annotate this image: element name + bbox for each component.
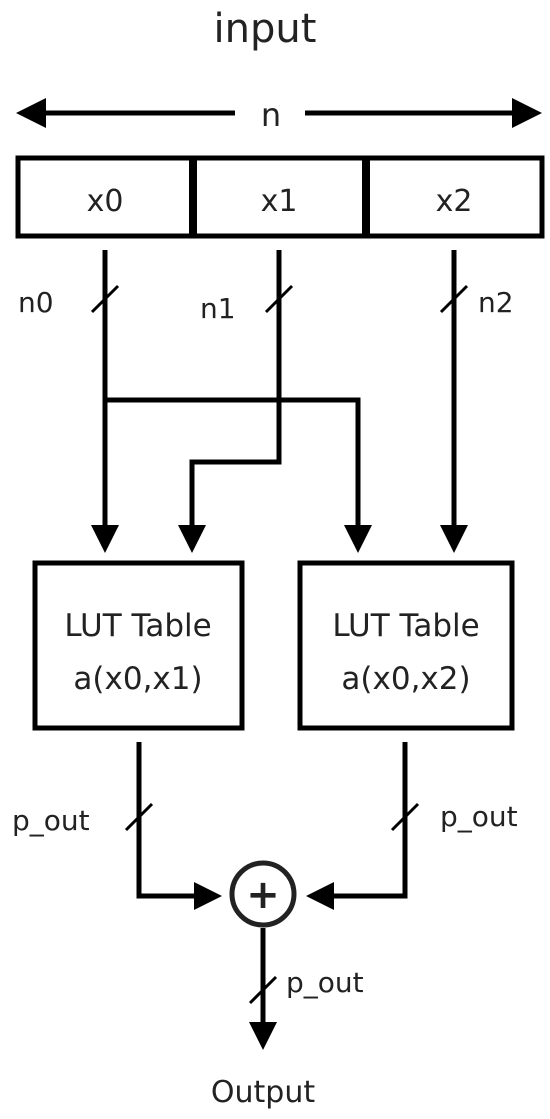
adder-circle [229, 860, 297, 928]
lut2-output-width: p_out [440, 800, 518, 833]
field-x2: x2 [436, 184, 473, 219]
input-register [15, 155, 545, 239]
bus-width-n1: n1 [200, 292, 236, 325]
lut-table-1-title: LUT Table [64, 608, 211, 644]
lut-table-1 [32, 560, 245, 731]
bus-slash-n2 [439, 284, 469, 314]
bus-slash-pout-1 [124, 802, 154, 832]
arrowhead-x1-lut1 [178, 525, 206, 553]
arrowhead-lut2-adder [306, 882, 334, 910]
arrowhead-output [249, 1022, 277, 1050]
wire-lut1-to-adder [136, 742, 200, 899]
field-x1: x1 [261, 184, 298, 219]
width-arrow-right-head [512, 98, 542, 128]
wire-x1-to-lut1 [189, 250, 282, 530]
lut-table-2 [297, 560, 515, 731]
bus-slash-n0 [90, 284, 120, 314]
arrowhead-lut1-adder [194, 882, 222, 910]
bus-width-n2: n2 [478, 286, 514, 319]
lut-table-2-title: LUT Table [332, 608, 479, 644]
lut-table-1-function: a(x0,x1) [73, 661, 202, 697]
bus-slash-n1 [264, 284, 294, 314]
arrowhead-x0-lut1 [91, 525, 119, 553]
width-label-n: n [261, 96, 281, 134]
bus-slash-pout-2 [390, 802, 420, 832]
lut-table-2-function: a(x0,x2) [341, 661, 470, 697]
bus-width-n0: n0 [18, 286, 54, 319]
arrowhead-x0-lut2 [344, 525, 372, 553]
bus-slash-final [248, 975, 278, 1005]
wire-x0-to-lut2 [105, 397, 361, 530]
output-label: Output [211, 1075, 315, 1110]
field-x0: x0 [87, 184, 124, 219]
arrowhead-x2-lut2 [440, 525, 468, 553]
lut1-output-width: p_out [12, 804, 90, 837]
wire-lut2-to-adder [330, 742, 408, 899]
final-output-width: p_out [286, 966, 364, 999]
width-arrow-left-head [16, 98, 46, 128]
input-title: input [214, 6, 317, 52]
adder-symbol: + [246, 872, 280, 918]
